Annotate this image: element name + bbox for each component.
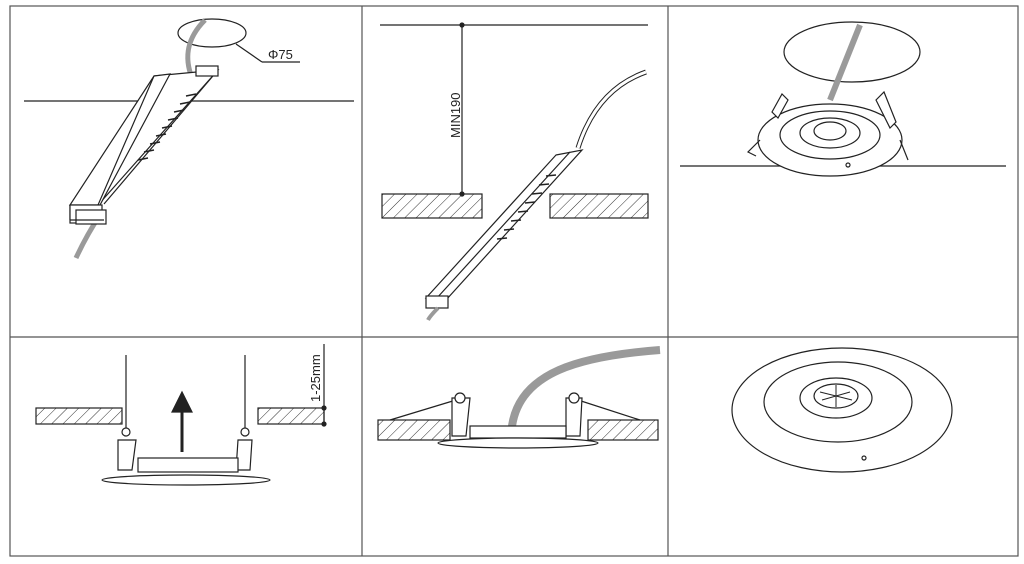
panel-step-5 [377, 346, 661, 449]
panel-grid [9, 5, 1019, 557]
dimension-label-diameter: Φ75 [268, 47, 293, 62]
dimension-label-ceiling-thickness: 1-25mm [308, 354, 323, 402]
panel-step-4 [35, 344, 327, 486]
panel-step-6 [731, 347, 953, 473]
dimension-label-min-depth: MIN190 [448, 92, 463, 138]
panel-step-1 [24, 18, 354, 260]
panel-step-3 [680, 21, 1006, 177]
panel-step-2 [380, 22, 649, 321]
